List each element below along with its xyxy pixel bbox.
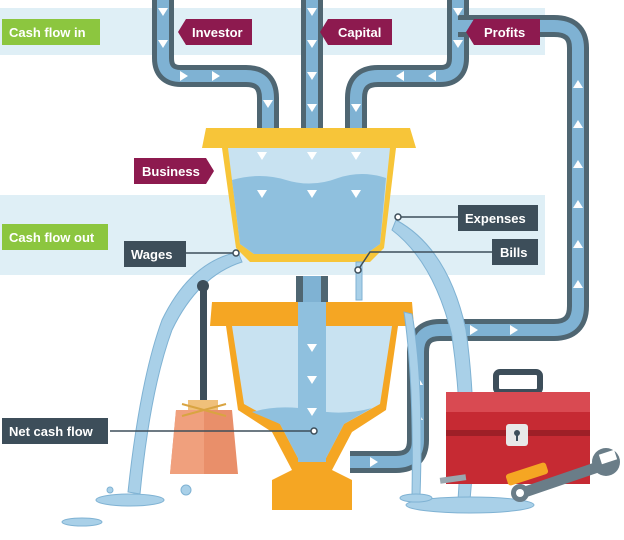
arrow-up-icon <box>573 80 583 88</box>
label-business: Business <box>134 158 214 184</box>
arrow-up-icon <box>573 280 583 288</box>
cash-flow-out-text: Cash flow out <box>9 230 95 245</box>
arrow-down-icon <box>351 152 361 160</box>
outflow-streams <box>61 219 535 527</box>
arrow-down-icon <box>158 40 168 48</box>
business-text: Business <box>142 164 200 179</box>
label-cash-flow-out: Cash flow out <box>2 224 108 250</box>
arrow-right-icon <box>470 325 478 335</box>
arrow-right-icon <box>180 71 188 81</box>
arrow-down-icon <box>307 344 317 352</box>
arrow-down-icon <box>307 408 317 416</box>
arrow-down-icon <box>307 72 317 80</box>
business-water <box>232 174 386 254</box>
arrow-down-icon <box>158 8 168 16</box>
arrow-down-icon <box>307 152 317 160</box>
arrow-up-icon <box>573 200 583 208</box>
wages-text: Wages <box>131 247 172 262</box>
arrow-down-icon <box>307 190 317 198</box>
arrow-down-icon <box>257 152 267 160</box>
cash-flow-in-text: Cash flow in <box>9 25 86 40</box>
arrow-down-icon <box>307 376 317 384</box>
arrow-up-icon <box>573 120 583 128</box>
label-capital: Capital <box>320 19 392 45</box>
arrow-left-icon <box>396 71 404 81</box>
arrow-down-icon <box>257 190 267 198</box>
net-cash-flow-text: Net cash flow <box>9 424 94 439</box>
label-expenses: Expenses <box>458 205 538 231</box>
label-wages: Wages <box>124 241 186 267</box>
valve <box>170 280 238 474</box>
arrow-down-icon <box>307 8 317 16</box>
label-bills: Bills <box>492 239 538 265</box>
arrow-right-icon <box>510 325 518 335</box>
label-investor: Investor <box>178 19 252 45</box>
arrow-left-icon <box>428 71 436 81</box>
arrow-down-icon <box>453 40 463 48</box>
capital-text: Capital <box>338 25 381 40</box>
label-profits: Profits <box>466 19 540 45</box>
arrow-up-icon <box>573 240 583 248</box>
arrow-up-icon <box>573 160 583 168</box>
wrench-icon <box>439 448 620 502</box>
toolbox-icon <box>446 369 590 484</box>
business-tank <box>202 128 416 262</box>
arrow-right-icon <box>212 71 220 81</box>
arrow-down-icon <box>351 104 361 112</box>
investor-text: Investor <box>192 25 243 40</box>
arrow-right-icon <box>370 457 378 467</box>
arrow-down-icon <box>351 190 361 198</box>
arrow-down-icon <box>307 40 317 48</box>
leader-lines <box>110 213 492 435</box>
label-cash-flow-in: Cash flow in <box>2 19 100 45</box>
net-cash-flow-tank <box>210 302 414 510</box>
bills-text: Bills <box>500 245 527 260</box>
arrow-down-icon <box>307 104 317 112</box>
padlock-icon <box>506 424 528 446</box>
profits-text: Profits <box>484 25 525 40</box>
expenses-text: Expenses <box>465 211 526 226</box>
arrow-down-icon <box>263 100 273 108</box>
label-net-cash-flow: Net cash flow <box>2 418 108 444</box>
arrow-down-icon <box>453 8 463 16</box>
